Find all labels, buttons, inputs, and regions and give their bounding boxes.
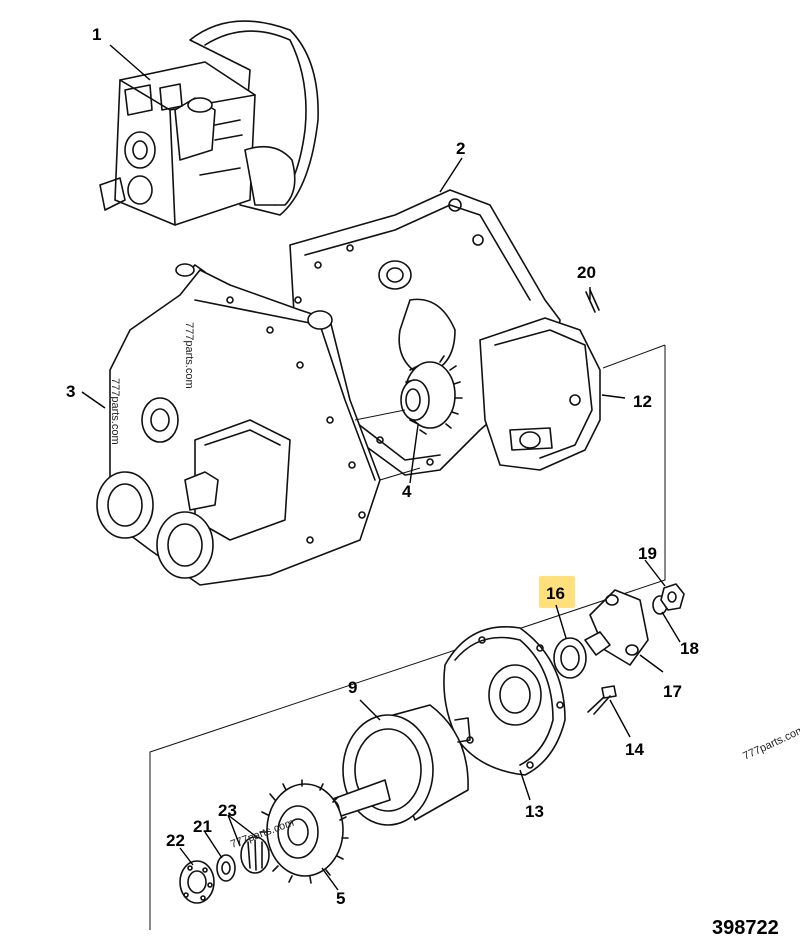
diagram-reference-number: 398722	[712, 917, 779, 939]
callout-20[interactable]: 20	[577, 263, 596, 282]
callout-9[interactable]: 9	[348, 678, 357, 697]
part-3-main-casing[interactable]	[96, 263, 381, 586]
part-12-rear-cover[interactable]	[479, 317, 601, 471]
callout-16[interactable]: 16	[546, 584, 565, 603]
callout-5[interactable]: 5	[336, 889, 345, 908]
part-23-needle-bearing[interactable]	[240, 836, 270, 874]
callout-17[interactable]: 17	[663, 682, 682, 701]
callout-labels: 1 2 3 4 5 9 12 13 14 16 17 18 19 20 21 2…	[66, 25, 699, 908]
callout-13[interactable]: 13	[525, 802, 544, 821]
callout-22[interactable]: 22	[166, 831, 185, 850]
part-14-bolt[interactable]	[587, 685, 617, 715]
part-21-spacer[interactable]	[216, 854, 236, 882]
part-22-bearing[interactable]	[179, 860, 215, 904]
part-20-pin[interactable]	[585, 289, 600, 313]
watermark-1: 777parts.com	[183, 322, 195, 389]
part-5-gear[interactable]	[259, 779, 349, 884]
highlight-marker	[539, 576, 575, 608]
callout-23[interactable]: 23	[218, 801, 237, 820]
callout-12[interactable]: 12	[633, 392, 652, 411]
callout-14[interactable]: 14	[625, 740, 644, 759]
callout-3[interactable]: 3	[66, 382, 75, 401]
callout-19[interactable]: 19	[638, 544, 657, 563]
part-16-seal[interactable]	[553, 637, 587, 679]
part-4-gear[interactable]	[400, 355, 463, 435]
leader-lines	[81, 44, 681, 891]
part-1-complete-transmission[interactable]	[99, 20, 319, 226]
callout-2[interactable]: 2	[456, 139, 465, 158]
watermark-3: 777parts.com	[741, 724, 800, 763]
callout-21[interactable]: 21	[193, 817, 212, 836]
assembly-frame-lines	[149, 344, 666, 930]
watermark-2: 777parts.com	[109, 378, 121, 445]
part-17-flange[interactable]	[584, 589, 649, 666]
part-19-nut[interactable]	[660, 583, 685, 611]
callout-1[interactable]: 1	[92, 25, 101, 44]
callout-18[interactable]: 18	[680, 639, 699, 658]
part-9-clutch-drum[interactable]	[326, 704, 471, 826]
callout-4[interactable]: 4	[402, 482, 412, 501]
